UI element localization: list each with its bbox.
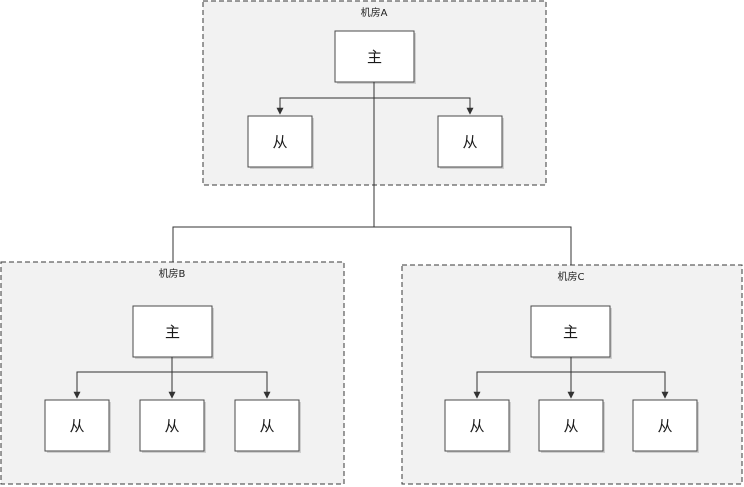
room-c-slave-label-2: 从 [563,417,578,435]
room-a-arrow-to-slave-1 [276,82,375,115]
room-c-slave-box-2 [538,399,604,452]
room-c-slave-label-3: 从 [657,417,672,435]
room-c-slave-node-2: 从 [538,399,605,453]
room-b-slave-box-3 [234,399,300,452]
room-b-slave-node-3: 从 [234,399,301,453]
room-b-slave-node-2: 从 [139,399,206,453]
room-c-master-label: 主 [563,323,578,341]
room-b-slave-label-3: 从 [259,417,274,435]
room-c-arrow-to-slave-3 [571,371,669,399]
room-b-slave-label-2: 从 [164,417,179,435]
room-b-slave-label-1: 从 [69,417,84,435]
room-a-slave-box-1 [247,115,313,168]
room-a-slave-node-1: 从 [247,115,314,169]
room-c-arrow-to-slave-1 [473,371,571,399]
room-c-master-node: 主 [530,305,612,359]
room-a-master-label: 主 [367,48,382,66]
room-b: 机房B 主 从 从 从 [0,261,345,485]
room-a-slave-box-2 [437,115,503,168]
room-b-slave-node-1: 从 [44,399,111,453]
room-a-arrow-to-slave-2 [374,97,474,115]
room-b-master-label: 主 [165,323,180,341]
room-b-slave-box-1 [44,399,110,452]
room-c-slave-box-1 [444,399,510,452]
room-b-arrow-to-slave-3 [172,371,271,399]
room-b-slave-box-2 [139,399,205,452]
room-a-slave-label-1: 从 [272,133,287,151]
room-c: 机房C 主 从 从 从 [401,264,743,485]
room-b-master-box [132,305,213,358]
room-c-slave-label-1: 从 [469,417,484,435]
room-a-slave-node-2: 从 [437,115,504,169]
room-a-master-node: 主 [334,30,416,84]
room-c-slave-node-1: 从 [444,399,511,453]
room-a-slave-label-2: 从 [462,133,477,151]
room-b-label: 机房B [159,267,186,280]
room-c-master-box [530,305,611,358]
room-b-master-node: 主 [132,305,214,359]
room-c-slave-box-3 [632,399,698,452]
room-a-label: 机房A [361,6,388,19]
room-c-label: 机房C [558,270,585,283]
room-a-master-box [334,30,415,83]
room-b-arrow-to-slave-1 [73,371,172,399]
room-c-slave-node-3: 从 [632,399,699,453]
